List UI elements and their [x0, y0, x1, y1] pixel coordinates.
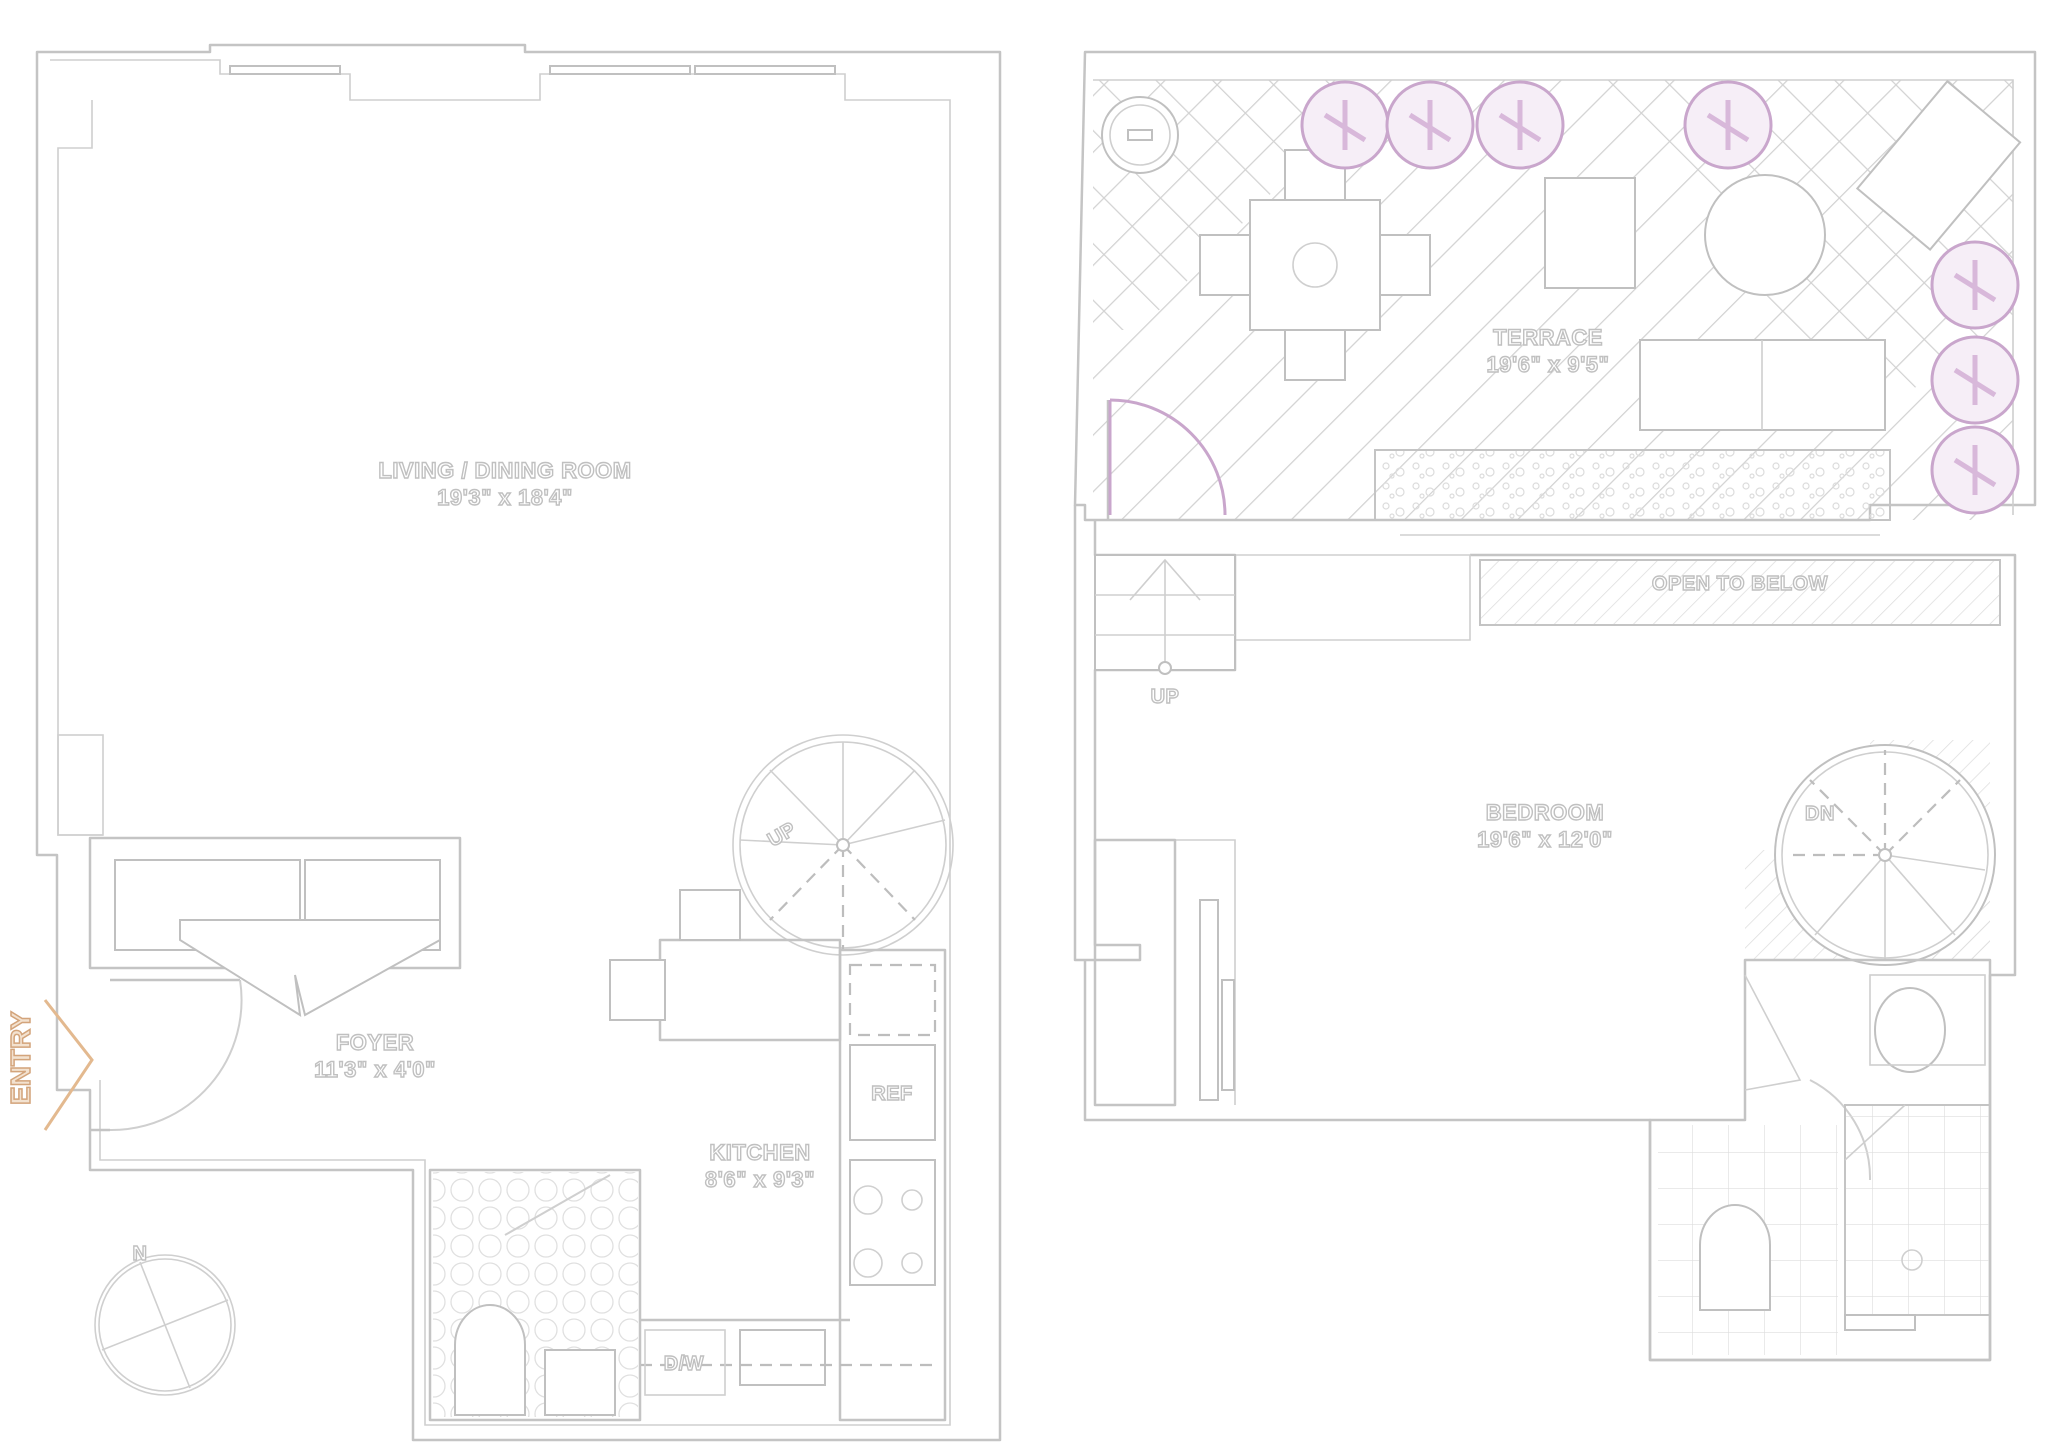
entry-marker: ENTRY — [4, 999, 94, 1131]
terrace-grill — [1101, 96, 1179, 174]
outdoor-sofa — [1639, 339, 1886, 431]
living-room-size: 19'3" x 18'4" — [437, 485, 573, 510]
window — [549, 65, 691, 75]
living-room-name: LIVING / DINING ROOM — [378, 458, 631, 483]
terrace-size: 19'6" x 9'5" — [1487, 352, 1610, 377]
stair-down-label: DN — [1805, 803, 1835, 825]
cooktop — [849, 1159, 936, 1286]
refrigerator-label: REF — [871, 1083, 913, 1105]
terrace-name: TERRACE — [1493, 325, 1603, 350]
open-to-below — [1400, 534, 2001, 626]
upper-bathroom — [1648, 958, 1992, 1362]
vanity-sink — [544, 1349, 616, 1416]
foyer-name: FOYER — [336, 1030, 414, 1055]
window — [694, 65, 836, 75]
spiral-stair-upper — [1745, 740, 1996, 966]
chaise-lounge — [1855, 79, 2022, 252]
toilet — [454, 1304, 526, 1416]
dishwasher-label: D/W — [664, 1353, 704, 1375]
entry-door-swing — [109, 979, 243, 1132]
north-label: N — [133, 1243, 148, 1265]
kitchen-name: KITCHEN — [709, 1140, 810, 1165]
kitchen-island — [658, 938, 842, 1042]
dishwasher — [644, 1329, 726, 1396]
bedroom-closet — [1093, 838, 1177, 1107]
refrigerator — [849, 1044, 936, 1141]
lower-level-plan: N ENTRY — [4, 43, 1002, 1442]
closet-bifold-doors — [179, 919, 441, 1017]
lounge-chair — [1544, 177, 1636, 289]
entry-label: ENTRY — [5, 1011, 36, 1105]
bedroom-size: 19'6" x 12'0" — [1477, 827, 1613, 852]
terrace-door — [1106, 398, 1227, 520]
stair-up-upper — [1094, 554, 1236, 675]
upper-level-plan — [1073, 50, 2037, 1362]
spiral-stair-lower — [732, 734, 954, 956]
kitchen-counter — [838, 948, 947, 1422]
kitchen-size: 8'6" x 9'3" — [705, 1167, 815, 1192]
sink-cabinet — [739, 1329, 826, 1386]
toilet-upper — [1699, 1204, 1771, 1311]
planter-bed — [1374, 449, 1891, 521]
open-to-below-label: OPEN TO BELOW — [1652, 573, 1828, 595]
planter-trees — [1300, 80, 2020, 515]
room-labels: LIVING / DINING ROOM 19'3" x 18'4" FOYER… — [313, 324, 1835, 1375]
bathroom-sink — [1874, 987, 1946, 1073]
shower — [1844, 1104, 1991, 1316]
stair-up-label-upper: UP — [1151, 686, 1180, 708]
foyer-size: 11'3" x 4'0" — [314, 1057, 436, 1082]
north-arrow: N — [94, 1242, 236, 1396]
bedroom-name: BEDROOM — [1486, 800, 1604, 825]
stair-up-label-lower: UP — [764, 818, 800, 851]
window — [229, 65, 341, 75]
side-table — [1704, 174, 1826, 296]
lower-level-walls — [35, 43, 1002, 1442]
